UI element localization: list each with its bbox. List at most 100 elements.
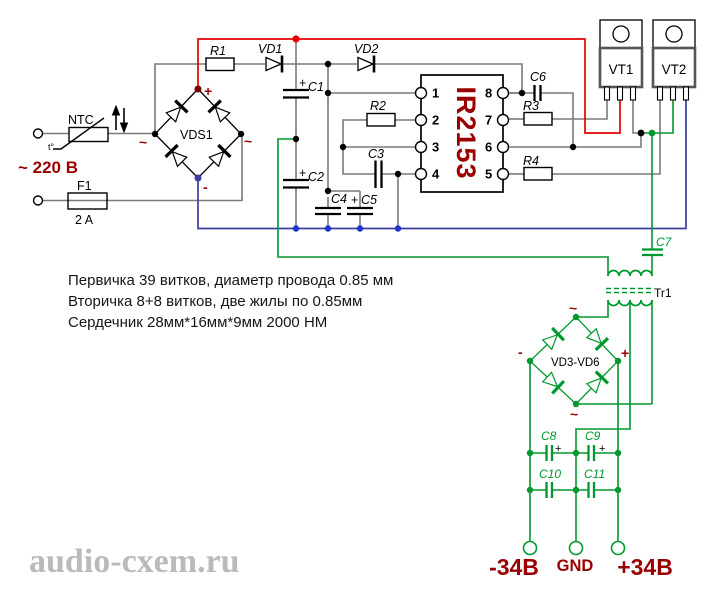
pin-7: 7 <box>485 113 492 128</box>
pin-1: 1 <box>432 86 439 101</box>
bridge-ac-mark-left: ~ <box>139 134 147 150</box>
terminal-negative <box>522 540 538 556</box>
capacitor-c4: C4 <box>315 192 347 216</box>
note-line-2: Вторичка 8+8 витков, две жилы по 0.85мм <box>68 293 362 310</box>
capacitor-c6: C6 <box>530 70 546 101</box>
hv-rail-junction <box>292 35 300 43</box>
bridge-ac-mark-right: ~ <box>244 133 252 149</box>
transistor-vt2: VT2 <box>651 19 697 101</box>
resistor-r4: R4 <box>523 154 553 181</box>
mounting-hole-icon <box>612 25 630 43</box>
c1-plus: + <box>299 76 306 90</box>
out-bridge-plus: + <box>621 345 629 361</box>
c10-label: C10 <box>539 467 561 481</box>
out-bridge-minus: - <box>518 344 523 360</box>
pin-5: 5 <box>485 167 492 182</box>
r1-label: R1 <box>210 44 226 58</box>
fuse-ref: F1 <box>77 179 92 193</box>
resistor-r3: R3 <box>523 99 553 126</box>
vd2-label: VD2 <box>354 42 378 56</box>
c1-label: C1 <box>308 80 324 94</box>
out-bridge-ac-top: ~ <box>569 300 577 316</box>
c3-label: C3 <box>368 147 384 161</box>
bridge-diode-icon <box>164 99 232 168</box>
vt1-label: VT1 <box>609 62 634 77</box>
output-bridge-vd3-vd6: VD3-VD6 ~ ~ - + <box>518 300 629 422</box>
c8-label: C8 <box>541 429 557 443</box>
pin-6: 6 <box>485 140 492 155</box>
thermistor-slash <box>53 117 105 150</box>
c11-label: C11 <box>584 467 605 481</box>
capacitor-c2: + C2 <box>283 166 324 189</box>
capacitor-c1: + C1 <box>283 76 324 99</box>
ic-ir2153: 1 2 3 4 8 7 6 5 IR2153 <box>414 74 510 193</box>
vt2-legs <box>656 86 690 101</box>
c5-plus: + <box>351 193 358 207</box>
r4-label: R4 <box>523 154 539 168</box>
diode-vd1: VD1 <box>258 42 284 73</box>
pin-4: 4 <box>432 167 440 182</box>
tr1-label: Tr1 <box>654 286 672 300</box>
site-watermark: audio-cxem.ru <box>29 543 240 580</box>
output-terminals <box>522 540 626 556</box>
ntc-thermistor: NTC t° <box>48 104 129 152</box>
diode-vd2: VD2 <box>354 42 378 73</box>
junction-dots-black <box>151 60 645 195</box>
pin-3: 3 <box>432 140 439 155</box>
out-bridge-ac-bottom: ~ <box>570 406 578 422</box>
mains-terminal-top <box>32 128 44 139</box>
note-line-3: Сердечник 28мм*16мм*9мм 2000 НМ <box>68 314 327 331</box>
core <box>606 287 654 294</box>
fuse-rating: 2 A <box>75 213 94 227</box>
junction-dots-green <box>526 129 656 494</box>
terminal-ground <box>568 540 584 556</box>
bidirectional-arrows-icon <box>111 104 129 134</box>
bridge-minus-mark: - <box>203 179 208 195</box>
mains-terminal-bottom <box>32 195 44 206</box>
note-line-1: Первичка 39 витков, диаметр провода 0.85… <box>68 272 393 289</box>
ic-name: IR2153 <box>451 86 481 179</box>
c8-plus: + <box>555 443 561 455</box>
secondary-winding <box>607 299 653 307</box>
c5-label: C5 <box>361 193 377 207</box>
c2-label: C2 <box>308 170 324 184</box>
vt2-label: VT2 <box>662 62 687 77</box>
transformer-notes: Первичка 39 витков, диаметр провода 0.85… <box>68 272 393 331</box>
ntc-label: NTC <box>68 113 94 127</box>
primary-winding <box>607 269 653 277</box>
negative-hv-rail <box>197 100 687 230</box>
output-positive-label: +34В <box>617 554 673 580</box>
vd1-label: VD1 <box>258 42 282 56</box>
r3-label: R3 <box>523 99 539 113</box>
output-ground-label: GND <box>557 557 594 575</box>
capacitor-c7: C7 <box>642 235 673 257</box>
positive-hv-rail <box>197 38 621 134</box>
transistor-vt1: VT1 <box>598 19 644 101</box>
thermo-symbol: t° <box>48 142 55 152</box>
fuse-f1: F1 2 A <box>67 179 108 227</box>
primary-side-wires <box>42 39 661 229</box>
c6-label: C6 <box>530 70 546 84</box>
mounting-hole-icon <box>665 25 683 43</box>
capacitor-c5: + C5 <box>347 193 377 216</box>
terminal-positive <box>610 540 626 556</box>
vt1-legs <box>603 86 637 101</box>
c9-plus: + <box>599 443 605 455</box>
c4-label: C4 <box>331 192 347 206</box>
ic-pin-circles <box>414 86 510 181</box>
bridge-diode-icon <box>541 326 610 395</box>
bridge-plus-node <box>194 85 202 93</box>
c2-plus: + <box>299 166 306 180</box>
bridge-minus-node <box>194 174 202 182</box>
resistor-r2: R2 <box>366 99 396 127</box>
c9-label: C9 <box>585 429 601 443</box>
output-negative-label: -34В <box>489 554 539 580</box>
output-cap-plates <box>545 445 596 498</box>
transformer-tr1: Tr1 <box>606 269 672 307</box>
bridge-plus-mark: + <box>204 83 212 99</box>
pin-8: 8 <box>485 86 492 101</box>
mains-voltage-label: ~ 220 В <box>18 158 78 177</box>
mains-terminals <box>32 128 44 206</box>
capacitor-c3: C3 <box>368 147 384 188</box>
